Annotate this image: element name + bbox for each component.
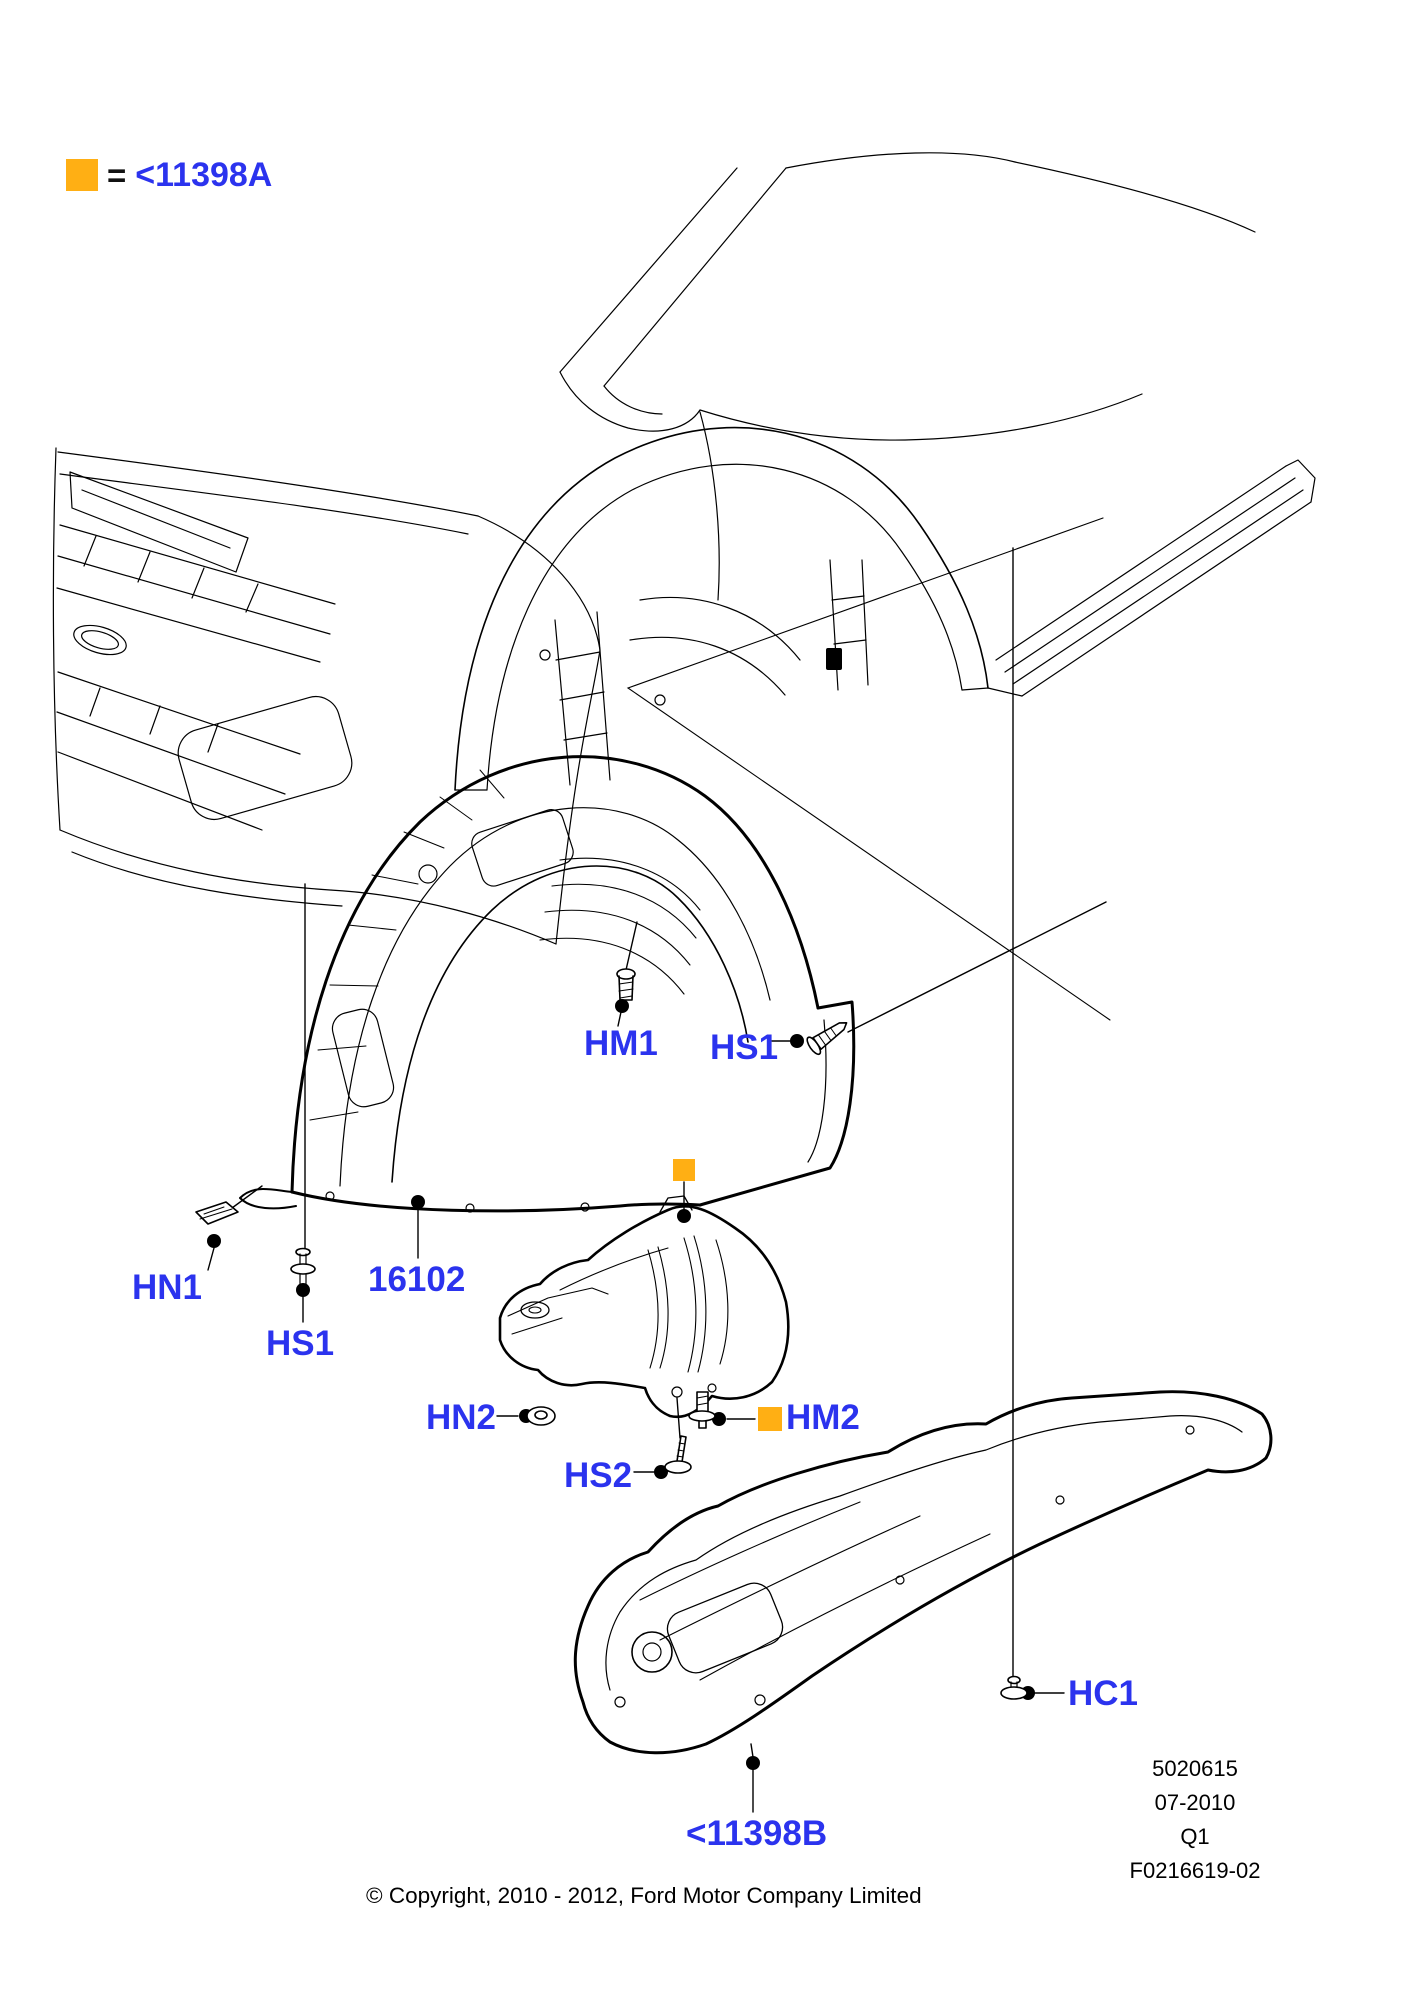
- leader-lines: [207, 517, 1111, 1813]
- hc1-clip-pin-icon: [1000, 1675, 1028, 1700]
- callout-hm1[interactable]: HM1: [584, 1024, 658, 1063]
- hn1-clip-nut-icon: [195, 1201, 239, 1225]
- orange-square-icon: [66, 159, 98, 191]
- legend: = <11398A: [66, 158, 272, 192]
- callout-hn2[interactable]: HN2: [426, 1398, 497, 1437]
- doc-date: 07-2010: [1154, 1790, 1236, 1815]
- heat-shield-orange-square-icon: [673, 1159, 695, 1181]
- callout-hs2[interactable]: HS2: [564, 1456, 633, 1495]
- legend-equals: =: [107, 156, 127, 194]
- hs1-upper-screw-icon: [806, 1021, 848, 1056]
- hm2-orange-square-icon: [758, 1407, 782, 1431]
- callout-hm2[interactable]: HM2: [786, 1398, 860, 1437]
- callout-hs1-upper[interactable]: HS1: [710, 1028, 779, 1067]
- callout-hs1-lower[interactable]: HS1: [266, 1324, 335, 1363]
- copyright-notice: © Copyright, 2010 - 2012, Ford Motor Com…: [366, 1883, 922, 1908]
- callout-part-11398b[interactable]: <11398B: [686, 1814, 828, 1853]
- legend-part-ref[interactable]: <11398A: [135, 156, 273, 194]
- callout-hc1[interactable]: HC1: [1068, 1674, 1139, 1713]
- fender-liner-art: [239, 755, 856, 1213]
- rocker-emblem: [826, 648, 842, 670]
- callout-hn1[interactable]: HN1: [132, 1268, 203, 1307]
- hm1-bolt-icon: [616, 968, 636, 1001]
- figure-code: F0216619-02: [1129, 1858, 1261, 1883]
- figure-info-block: 5020615 07-2010 Q1 F0216619-02: [1085, 1752, 1305, 1888]
- vehicle-art: [52, 152, 1316, 945]
- doc-number: 5020615: [1152, 1756, 1238, 1781]
- hn2-flange-nut-icon: [526, 1406, 556, 1426]
- hs1-lower-push-pin-icon: [290, 1247, 316, 1285]
- leader-dots: [207, 999, 1035, 1770]
- hs2-screw-icon: [664, 1435, 692, 1474]
- hm2-bolt-icon: [688, 1391, 716, 1429]
- heat-shield-art: [498, 1195, 790, 1419]
- doc-quarter: Q1: [1180, 1824, 1210, 1849]
- underbody-shield-art: [573, 1390, 1273, 1755]
- callout-part-16102[interactable]: 16102: [368, 1260, 466, 1299]
